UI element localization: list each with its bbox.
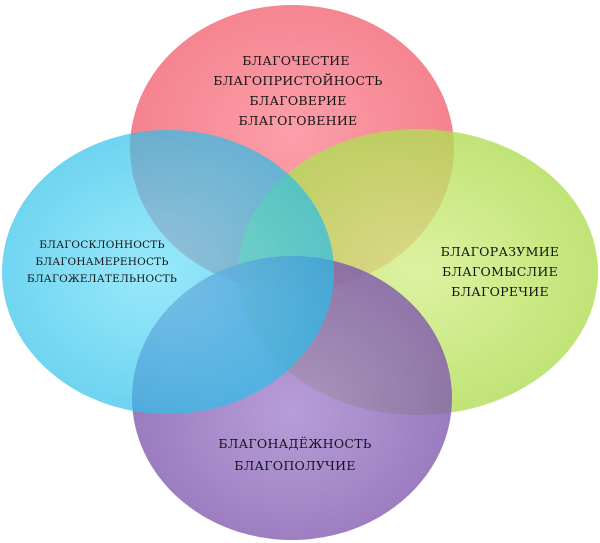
left-label-3: БЛАГОЖЕЛАТЕЛЬНОСТЬ	[27, 273, 177, 285]
left-label-1: БЛАГОСКЛОННОСТЬ	[39, 239, 165, 251]
right-label-1: БЛАГОРАЗУМИЕ	[441, 244, 560, 259]
top-label-4: БЛАГОГОВЕНИЕ	[239, 113, 358, 128]
top-label-1: БЛАГОЧЕСТИЕ	[242, 53, 350, 68]
set-ellipse-left	[2, 130, 334, 414]
right-label-3: БЛАГОРЕЧИЕ	[451, 284, 549, 299]
left-label-2: БЛАГОНАМЕРЕНОСТЬ	[35, 256, 168, 268]
bottom-label-2: БЛАГОПОЛУЧИЕ	[234, 458, 356, 473]
right-label-2: БЛАГОМЫСЛИЕ	[442, 264, 558, 279]
bottom-label-1: БЛАГОНАДЁЖНОСТЬ	[218, 435, 371, 451]
top-label-3: БЛАГОВЕРИЕ	[249, 93, 346, 108]
top-label-2: БЛАГОПРИСТОЙНОСТЬ	[213, 72, 382, 88]
